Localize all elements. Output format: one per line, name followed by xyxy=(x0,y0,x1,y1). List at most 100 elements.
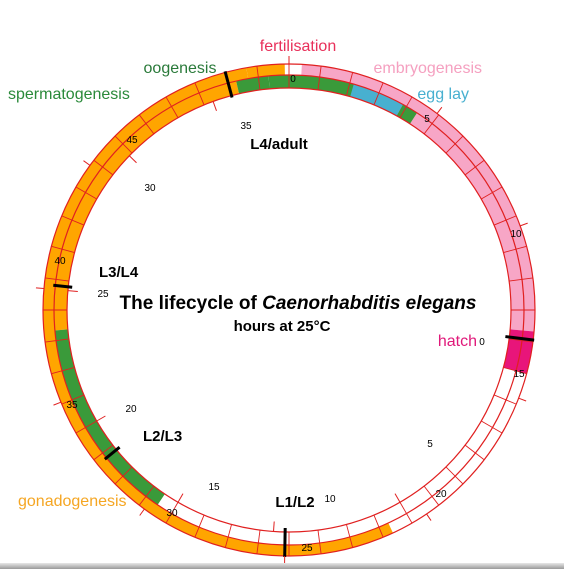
tick-inner xyxy=(212,101,217,111)
tick-label-outer: 25 xyxy=(301,543,313,554)
bottom-bar xyxy=(0,563,564,569)
egg-lay-label: egg lay xyxy=(417,86,469,103)
tick-label-outer: 20 xyxy=(435,489,447,500)
tick-inner xyxy=(67,290,78,293)
ring-divider xyxy=(445,466,464,485)
tick-embryo xyxy=(436,106,443,114)
ring-divider xyxy=(114,135,133,154)
tick-outer xyxy=(139,508,145,516)
tick-inner xyxy=(394,493,401,503)
tick-label-inner: 35 xyxy=(240,121,252,132)
l3-l4-marker xyxy=(53,283,73,289)
ring-divider xyxy=(75,420,97,434)
tick-label-hatch-zero: 0 xyxy=(479,337,485,348)
l2-l3-label: L2/L3 xyxy=(143,428,182,445)
tick-embryo xyxy=(519,222,528,227)
ring-divider xyxy=(509,277,533,282)
ring-divider xyxy=(256,66,261,90)
oogenesis-band-c xyxy=(396,104,417,124)
ring-divider xyxy=(399,502,413,524)
ring-divider xyxy=(445,135,464,154)
ring-divider xyxy=(61,215,85,226)
ring-divider xyxy=(373,82,384,106)
ring-divider xyxy=(138,485,155,506)
hatch-marker xyxy=(505,335,535,342)
ring-divider xyxy=(45,277,69,282)
ring-divider xyxy=(493,215,517,226)
tick-label-inner: 10 xyxy=(324,494,336,505)
ring-divider xyxy=(51,245,75,253)
inner-orange-band xyxy=(54,81,240,331)
tick-label-outer: 30 xyxy=(166,508,178,519)
ring-divider xyxy=(51,367,75,375)
tick-outer xyxy=(518,397,527,402)
hatch-label: hatch xyxy=(438,333,477,350)
tick-inner xyxy=(177,493,184,503)
ring-divider xyxy=(165,96,179,118)
tick-inner xyxy=(273,521,275,532)
ring-divider xyxy=(224,524,232,548)
spermatogenesis-band xyxy=(54,329,165,505)
tick-outer xyxy=(35,287,44,290)
ring-divider xyxy=(481,186,503,200)
tick-label-inner: 5 xyxy=(427,439,433,450)
l2-l3-marker xyxy=(103,446,121,461)
l1-l2-marker xyxy=(283,527,287,557)
title-prefix: The lifecycle of xyxy=(120,293,263,314)
title-species: Caenorhabditis elegans xyxy=(262,293,476,314)
ring-divider xyxy=(45,338,69,343)
tick-label-outer: 35 xyxy=(66,400,78,411)
embryogenesis-label: embryogenesis xyxy=(374,60,483,77)
ring-divider xyxy=(346,72,354,96)
fertilisation-label: fertilisation xyxy=(260,38,336,55)
oogenesis-band-b xyxy=(268,75,378,105)
ring-divider xyxy=(194,514,205,538)
tick-inner xyxy=(96,415,106,422)
ring-divider xyxy=(346,524,354,548)
ring-divider xyxy=(93,159,114,176)
ring-divider xyxy=(493,394,517,405)
tick-outer xyxy=(426,513,432,521)
ring-divider xyxy=(75,186,97,200)
l3-l4-label: L3/L4 xyxy=(99,264,139,281)
ring-divider xyxy=(481,420,503,434)
tick-inner xyxy=(128,155,137,164)
tick-label-outer: 45 xyxy=(126,135,138,146)
ring-divider xyxy=(423,114,440,135)
tick-label-outer: 15 xyxy=(513,369,525,380)
tick-label-embryo: 5 xyxy=(424,114,430,125)
ring-divider xyxy=(373,514,384,538)
ring-divider xyxy=(317,66,322,90)
diagram-title: The lifecycle of Caenorhabditis elegans xyxy=(120,293,477,314)
ring-divider xyxy=(399,96,413,118)
embryogenesis-band xyxy=(300,64,535,332)
ring-divider xyxy=(93,444,114,461)
tick-label-inner: 20 xyxy=(125,404,137,415)
tick-outer xyxy=(83,160,91,166)
ring-divider xyxy=(317,530,322,554)
gonadogenesis-label: gonadogenesis xyxy=(18,493,127,510)
diagram-subtitle: hours at 25°C xyxy=(234,318,331,335)
l4-adult-marker xyxy=(223,71,234,98)
tick-label-embryo: 0 xyxy=(290,74,296,85)
ring-divider xyxy=(114,466,133,485)
l1-l2-label: L1/L2 xyxy=(275,494,314,511)
ring-divider xyxy=(503,367,527,375)
ring-divider xyxy=(194,82,205,106)
tick-label-outer: 40 xyxy=(54,256,66,267)
egg-lay-band-a xyxy=(372,92,403,116)
l4-adult-label: L4/adult xyxy=(250,136,308,153)
ring-divider xyxy=(503,245,527,253)
egg-lay-band-b xyxy=(350,84,378,105)
oogenesis-label: oogenesis xyxy=(144,60,217,77)
ring-divider xyxy=(464,159,485,176)
tick-label-inner: 25 xyxy=(97,289,109,300)
ring-divider xyxy=(509,338,533,343)
ring-divider xyxy=(464,444,485,461)
spermatogenesis-label: spermatogenesis xyxy=(8,86,130,103)
ring-divider xyxy=(256,530,261,554)
tick-label-inner: 15 xyxy=(208,482,220,493)
tick-label-inner: 30 xyxy=(144,183,156,194)
